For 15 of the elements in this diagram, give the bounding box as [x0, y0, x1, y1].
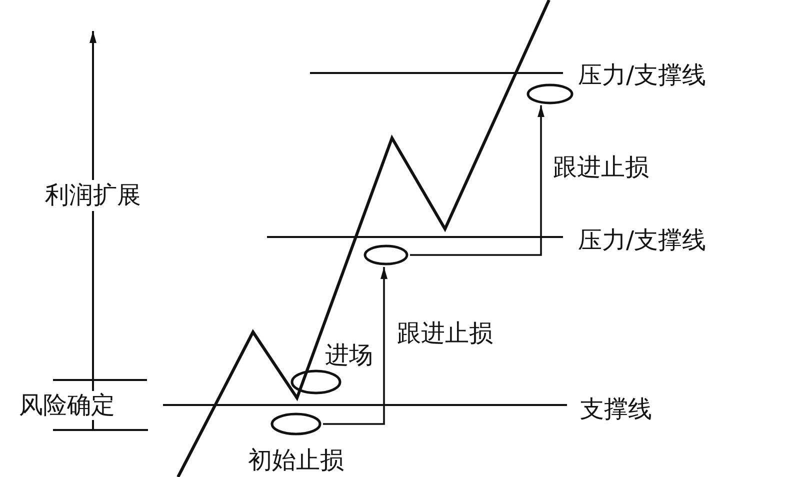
edge-label: 跟进止损: [553, 154, 649, 180]
arrow: [410, 105, 544, 256]
dimension-label: 利润扩展: [45, 182, 141, 208]
dimension-label: 风险确定: [19, 392, 115, 418]
line-label: 压力/支撑线: [578, 62, 706, 88]
marker-caption: 进场: [325, 342, 373, 368]
ellipse-marker: [526, 83, 574, 105]
line-label: 压力/支撑线: [578, 227, 706, 253]
arrow: [323, 266, 388, 425]
marker-caption: 初始止损: [248, 447, 344, 473]
ellipse-marker: [270, 412, 322, 436]
edge-label: 跟进止损: [397, 320, 493, 346]
line-label: 支撑线: [580, 396, 652, 422]
ellipse-marker: [363, 244, 409, 266]
ellipse-marker: [290, 369, 342, 395]
